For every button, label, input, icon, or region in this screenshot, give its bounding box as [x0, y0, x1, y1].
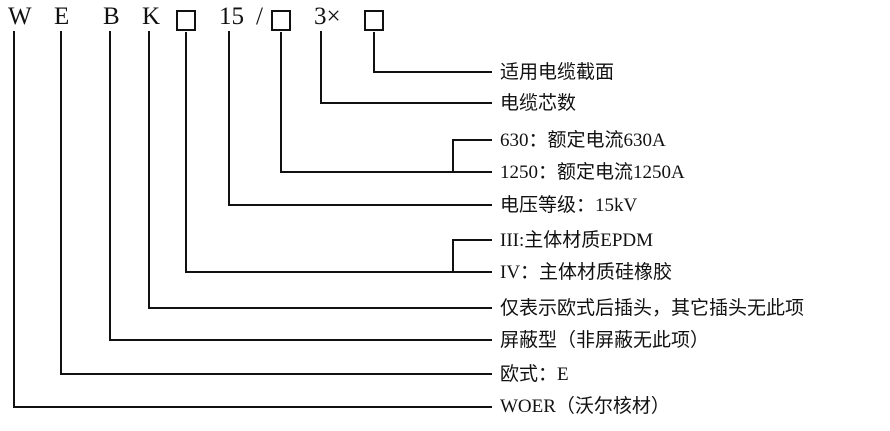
code-cores: 3×	[314, 3, 341, 30]
code-letter-b: B	[103, 3, 120, 30]
connector-material-silicone	[185, 32, 492, 273]
label-brand: WOER（沃尔核材）	[500, 396, 670, 417]
code-slash: /	[256, 3, 263, 30]
label-cable-section: 适用电缆截面	[500, 62, 615, 83]
connector-plug-note	[148, 31, 492, 309]
placeholder-box-section	[364, 10, 384, 31]
label-voltage-level: 电压等级：15kV	[500, 195, 638, 216]
label-core-count: 电缆芯数	[500, 93, 577, 114]
code-number-voltage: 15	[219, 3, 244, 30]
placeholder-box-material	[176, 10, 196, 31]
connector-voltage	[228, 31, 492, 206]
connector-current-630	[452, 139, 492, 172]
label-current-630: 630：额定电流630A	[500, 130, 666, 151]
code-letter-w: W	[8, 3, 32, 30]
connector-european	[60, 31, 492, 375]
connector-cable-section	[373, 32, 492, 73]
connector-core-count	[320, 31, 492, 104]
connector-material-epdm	[452, 239, 492, 272]
label-material-epdm: III:主体材质EPDM	[500, 230, 654, 251]
label-current-1250: 1250：额定电流1250A	[500, 162, 685, 183]
connector-shield	[109, 31, 492, 341]
label-european-style: 欧式：E	[500, 364, 569, 385]
label-plug-note: 仅表示欧式后插头，其它插头无此项	[500, 298, 805, 319]
code-letter-e: E	[54, 3, 70, 30]
connector-current-1250	[280, 32, 492, 173]
placeholder-box-current	[271, 10, 291, 31]
label-material-silicone: IV：主体材质硅橡胶	[500, 262, 673, 283]
connector-brand	[13, 31, 492, 408]
label-shield-type: 屏蔽型（非屏蔽无此项）	[500, 330, 710, 351]
code-letter-k: K	[142, 3, 161, 30]
